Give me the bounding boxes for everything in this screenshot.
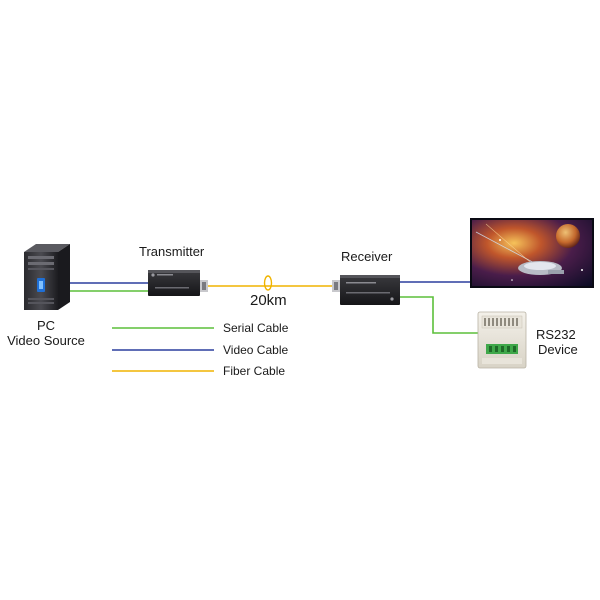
legend-lines <box>112 327 214 372</box>
legend-label-fiber: Fiber Cable <box>223 364 286 378</box>
legend-label-serial: Serial Cable <box>223 321 289 335</box>
transmitter-device <box>148 270 208 296</box>
pc-label-line2: Video Source <box>7 333 85 348</box>
distance-label: 20km <box>250 292 287 309</box>
receiver-device <box>332 275 400 305</box>
fiber-coil <box>263 275 273 291</box>
receiver-label: Receiver <box>341 249 393 264</box>
pc-label-line1: PC <box>36 318 56 333</box>
rs232-label-line2: Device <box>538 342 578 357</box>
pc-tower-icon <box>24 244 70 310</box>
rs232-label-line1: RS232 <box>536 327 576 342</box>
transmitter-label: Transmitter <box>139 244 205 259</box>
legend-label-video: Video Cable <box>223 343 289 357</box>
display-monitor-icon <box>470 218 594 288</box>
serial-cable-receiver-to-rs232 <box>400 296 478 334</box>
cables <box>70 275 478 334</box>
rs232-device-icon <box>477 311 527 369</box>
